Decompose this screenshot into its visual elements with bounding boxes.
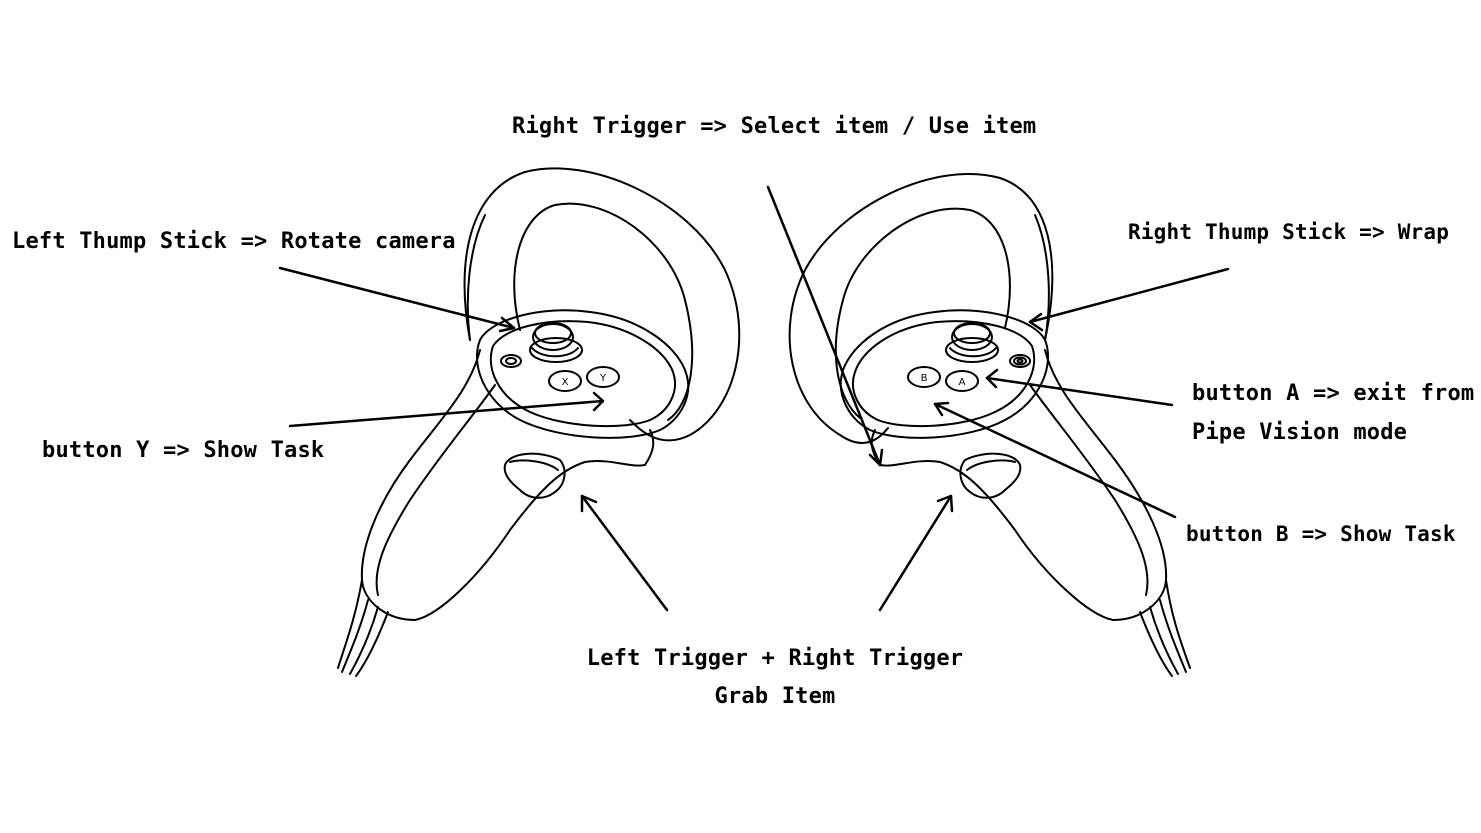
label-button-a-line1: button A => exit from: [1192, 381, 1475, 406]
left-button-y: [586, 366, 620, 388]
label-button-y: button Y => Show Task: [42, 438, 325, 463]
label-grab-line1: Left Trigger + Right Trigger: [586, 646, 964, 671]
arrow-left-thumb-stick: [278, 266, 516, 330]
right-thumb-stick-base: [945, 337, 999, 363]
left-tracking-ring: [463, 167, 741, 442]
label-grab-item: Left Trigger + Right Trigger Grab Item: [550, 640, 1000, 716]
label-button-a-line2: Pipe Vision mode: [1192, 420, 1408, 445]
right-button-b-glyph: B: [921, 373, 928, 384]
left-grip-trigger: [503, 452, 566, 499]
left-button-x-glyph: X: [562, 377, 569, 388]
right-handle: [870, 349, 1168, 621]
left-face-plate: [475, 309, 690, 439]
right-button-a: [945, 370, 979, 392]
right-face-plate: [839, 309, 1050, 439]
left-controller: [337, 167, 741, 677]
right-tracking-ring: [788, 173, 1054, 444]
label-grab-line2: Grab Item: [714, 684, 836, 709]
right-oculus-button: [1009, 354, 1031, 368]
left-thumb-stick-base: [529, 337, 583, 363]
arrow-right-thumb-stick: [1028, 267, 1230, 324]
right-grip-trigger: [959, 452, 1022, 499]
arrow-button-y: [288, 399, 605, 428]
label-button-b: button B => Show Task: [1186, 522, 1456, 546]
right-button-b: [907, 366, 941, 388]
label-right-thumb-stick: Right Thump Stick => Wrap: [1128, 220, 1450, 244]
arrow-button-b: [933, 402, 1177, 519]
label-right-trigger: Right Trigger => Select item / Use item: [512, 114, 1037, 139]
arrows: [278, 185, 1230, 612]
left-handle: [360, 349, 655, 621]
left-button-y-glyph: Y: [599, 373, 607, 384]
label-left-thumb-stick: Left Thump Stick => Rotate camera: [12, 229, 456, 254]
left-button-x: [548, 370, 582, 392]
arrow-right-trigger: [766, 185, 882, 467]
right-controller: [788, 173, 1191, 677]
arrow-button-a: [985, 376, 1174, 407]
left-menu-button: [500, 354, 522, 368]
arrow-left-grip: [580, 494, 669, 612]
right-button-a-glyph: A: [959, 377, 966, 388]
arrow-right-grip: [878, 494, 953, 612]
label-button-a: button A => exit from Pipe Vision mode: [1192, 374, 1474, 452]
